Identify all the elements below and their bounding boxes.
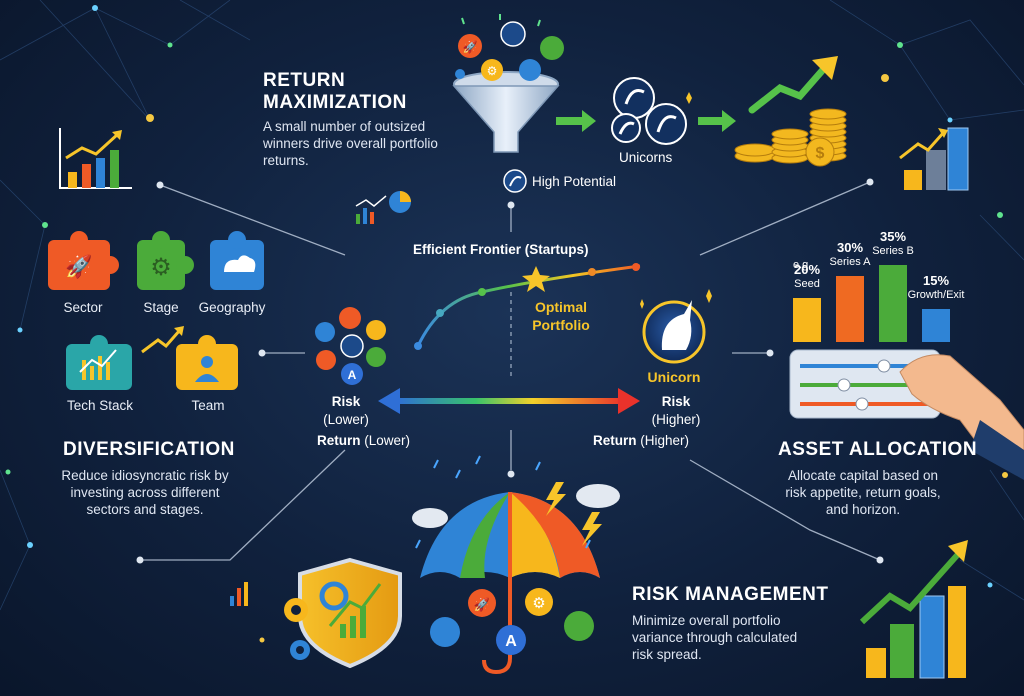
diversification-desc: Reduce idiosyncratic risk by investing a… — [61, 468, 229, 517]
optimal-star-icon — [522, 266, 550, 292]
umbrella-icon — [420, 492, 600, 675]
svg-text:🚀: 🚀 — [474, 597, 490, 612]
asset-allocation-title: ASSET ALLOCATION — [778, 439, 978, 460]
high-potential-icon — [503, 169, 527, 193]
risk-management-title: RISK MANAGEMENT — [632, 584, 829, 605]
allocation-eg: e.g., — [793, 259, 815, 271]
shield-icon — [298, 557, 402, 669]
hand-icon — [899, 354, 1024, 480]
mini-pie-chart-icon — [355, 191, 411, 224]
unicorns-label: Unicorns — [619, 150, 673, 165]
small-bars-icon — [230, 582, 248, 606]
funnel-icon — [452, 71, 560, 153]
puzzle-label-sector: Sector — [63, 300, 103, 315]
coins-growth-icon: $ — [734, 56, 847, 167]
risk-higher-label: Risk (Higher) — [651, 394, 701, 427]
svg-text:A: A — [505, 633, 517, 650]
allocation-bar-1 — [836, 276, 864, 342]
high-potential-label: High Potential — [532, 174, 617, 189]
allocation-bar-2 — [879, 265, 907, 342]
asset-allocation-desc: Allocate capital based on risk appetite,… — [785, 468, 941, 517]
svg-text:$: $ — [816, 145, 825, 162]
svg-text:⚙: ⚙ — [487, 64, 498, 78]
startup-icons-cluster: 🚀 ⚙ — [455, 14, 564, 81]
return-max-title: RETURN MAXIMIZATION — [263, 70, 407, 113]
puzzle-pieces: 🚀 ⚙ — [48, 231, 264, 390]
puzzle-tech-stack — [66, 335, 132, 390]
glow-dots — [5, 5, 1008, 643]
growth-chart-icon — [59, 128, 132, 189]
svg-text:🚀: 🚀 — [65, 254, 92, 279]
allocation-pct-2: 35% — [879, 229, 907, 244]
risk-return-arrow — [378, 388, 640, 414]
svg-text:⚙: ⚙ — [150, 254, 172, 281]
efficient-frontier-curve — [414, 263, 641, 380]
flow-arrows — [556, 110, 736, 132]
optimal-portfolio-label: Optimal Portfolio — [532, 299, 590, 333]
puzzle-label-stage: Stage — [143, 300, 179, 315]
allocation-stage-label-0: Seed — [794, 278, 820, 290]
risk-management-desc: Minimize overall portfolio variance thro… — [632, 613, 798, 662]
allocation-bar-0 — [793, 298, 821, 342]
allocation-stage-label-2: Series B — [872, 245, 914, 257]
diversification-title: DIVERSIFICATION — [63, 439, 235, 460]
puzzle-team — [176, 335, 238, 390]
return-lower-label: Return (Lower) — [317, 433, 411, 448]
startup-portfolio-cluster: A — [315, 307, 386, 385]
city-bottom-right-icon — [859, 540, 968, 679]
allocation-slider-panel — [789, 349, 941, 419]
allocation-pct-0: 20% — [793, 262, 821, 277]
frontier-title: Efficient Frontier (Startups) — [413, 242, 589, 257]
svg-text:⚙: ⚙ — [532, 595, 545, 612]
puzzle-label-geography: Geography — [198, 300, 266, 315]
puzzle-label-team: Team — [191, 398, 225, 413]
gear-icons — [284, 598, 310, 660]
unicorn-label: Unicorn — [647, 369, 701, 385]
allocation-pct-3: 15% — [922, 273, 950, 288]
return-max-desc: A small number of outsized winners drive… — [263, 119, 438, 168]
risk-lower-label: Risk (Lower) — [323, 394, 369, 427]
svg-text:🚀: 🚀 — [463, 40, 478, 54]
puzzle-geography — [210, 231, 264, 290]
puzzle-stage: ⚙ — [137, 231, 194, 290]
allocation-stage-label-1: Series A — [829, 256, 871, 268]
connector-lines — [140, 181, 881, 561]
puzzle-label-tech-stack: Tech Stack — [66, 398, 134, 413]
protected-startup-icons: 🚀 ⚙ A — [430, 588, 594, 655]
city-growth-icon — [899, 127, 969, 191]
allocation-pct-1: 30% — [836, 240, 864, 255]
puzzle-sector: 🚀 — [48, 231, 119, 290]
unicorn-badge-icon — [640, 289, 712, 364]
allocation-stage-label-3: Growth/Exit — [907, 289, 965, 301]
allocation-bars — [793, 265, 950, 342]
return-higher-label: Return (Higher) — [593, 433, 690, 448]
unicorn-icons — [611, 77, 692, 145]
allocation-bar-3 — [922, 309, 950, 342]
svg-text:A: A — [348, 368, 357, 382]
storm-clouds-icon — [412, 455, 620, 549]
